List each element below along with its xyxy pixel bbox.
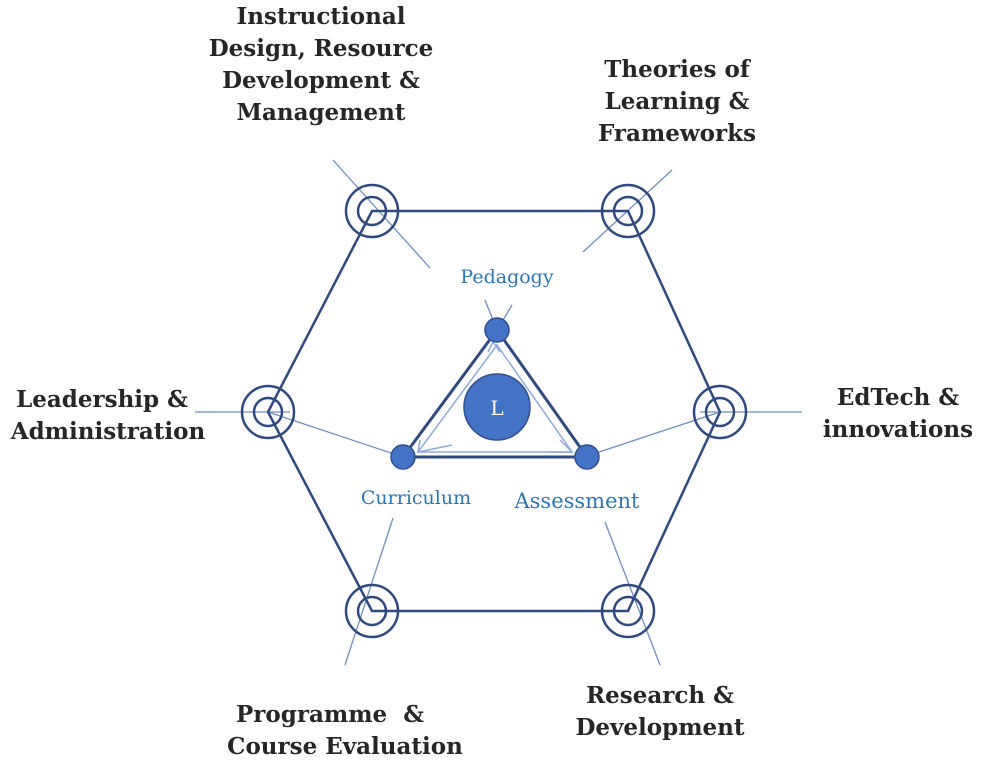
topic-line: Design, Resource bbox=[209, 35, 434, 62]
connector-right-inner bbox=[589, 411, 721, 456]
topic-line: Leadership & bbox=[16, 386, 188, 413]
topic-line: Frameworks bbox=[598, 120, 756, 147]
topic-line: EdTech & bbox=[837, 384, 959, 411]
inner-cycle-arrows bbox=[416, 343, 574, 453]
curriculum-label: Curriculum bbox=[361, 487, 471, 509]
topic-line: Theories of bbox=[604, 56, 752, 83]
topic-top-right: Theories of Learning & Frameworks bbox=[598, 56, 756, 147]
topic-line: Programme & bbox=[236, 701, 424, 728]
assessment-label: Assessment bbox=[513, 489, 640, 513]
pedagogy-node bbox=[484, 317, 510, 343]
topic-line: Instructional bbox=[237, 3, 406, 30]
ring-icon-bottom-left bbox=[344, 583, 400, 639]
connector-bottom-right bbox=[604, 521, 661, 666]
assessment-node bbox=[574, 444, 600, 470]
topic-top-left: Instructional Design, Resource Developme… bbox=[209, 3, 434, 126]
topic-line: Administration bbox=[10, 418, 206, 445]
connector-bottom-left bbox=[344, 517, 394, 666]
topic-line: Course Evaluation bbox=[227, 733, 463, 760]
ring-icon-top-left bbox=[344, 183, 400, 239]
vertex-rings bbox=[240, 183, 748, 639]
connector-top-left bbox=[332, 159, 431, 269]
core-triangle: L bbox=[390, 317, 600, 470]
topic-line: Development & bbox=[222, 67, 420, 94]
topic-line: Research & bbox=[586, 682, 734, 709]
hexagon-frame bbox=[266, 209, 722, 613]
topic-line: Learning & bbox=[605, 88, 750, 115]
ring-icon-top-right bbox=[600, 183, 656, 239]
curriculum-node bbox=[390, 444, 416, 470]
topic-right: EdTech & innovations bbox=[823, 384, 973, 443]
ring-icon-left bbox=[240, 384, 296, 440]
learner-label: L bbox=[490, 396, 503, 420]
pedagogy-label: Pedagogy bbox=[460, 266, 553, 288]
topic-line: Development bbox=[575, 714, 744, 741]
topic-line: innovations bbox=[823, 416, 973, 443]
ring-icon-right bbox=[692, 384, 748, 440]
topic-bottom-right: Research & Development bbox=[575, 682, 744, 741]
topic-line: Management bbox=[236, 99, 405, 126]
ring-icon-bottom-right bbox=[600, 583, 656, 639]
connector-left-inner bbox=[267, 411, 404, 458]
topic-left: Leadership & Administration bbox=[10, 386, 206, 445]
learner-center-node bbox=[463, 373, 531, 441]
topic-bottom-left: Programme & Course Evaluation bbox=[227, 701, 463, 760]
